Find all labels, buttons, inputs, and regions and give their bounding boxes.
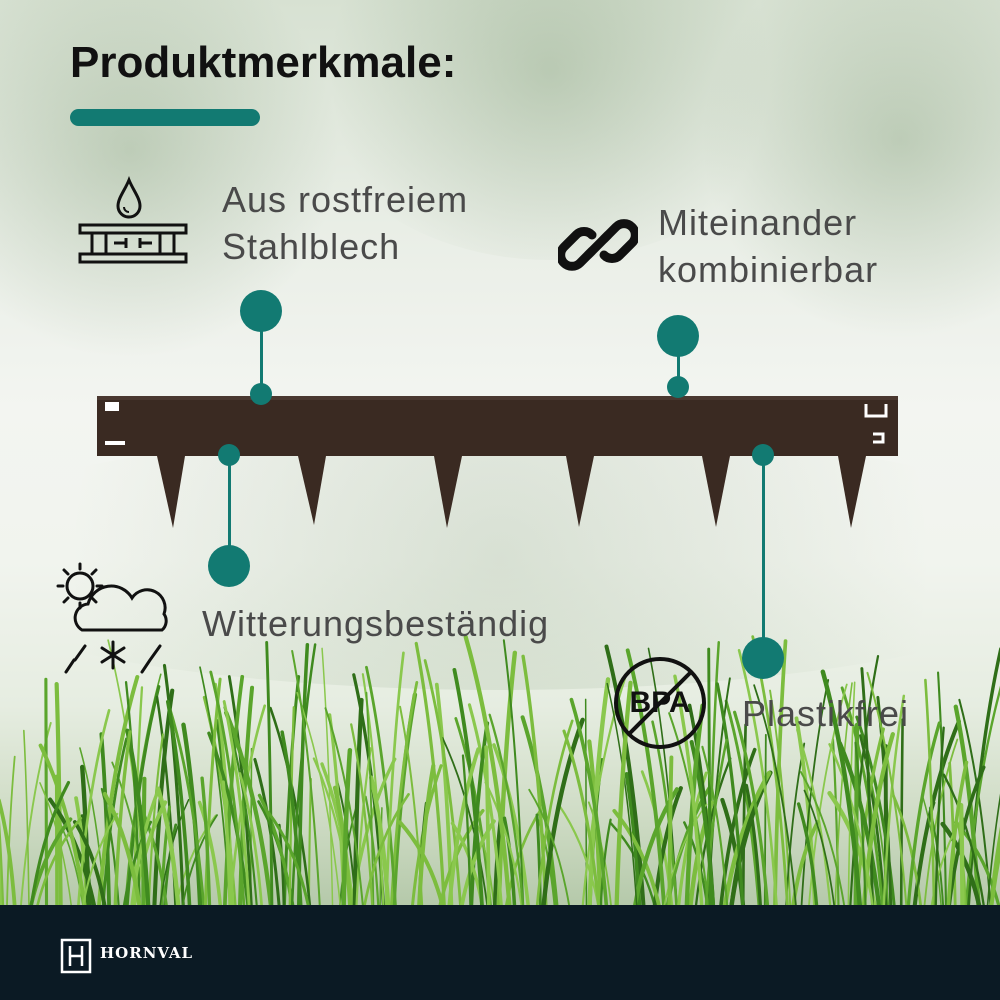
footer-bar	[0, 905, 1000, 1000]
hornval-logo-icon	[60, 938, 92, 974]
brand-name: HORNVAL	[100, 944, 194, 962]
callout-dot-plastic	[742, 637, 784, 679]
feature-chain-line1: Miteinander	[658, 202, 858, 243]
background-photo	[0, 0, 1000, 905]
callout-anchor-weather	[218, 444, 240, 466]
callout-dot-steel	[240, 290, 282, 332]
callout-dot-chain	[657, 315, 699, 357]
callout-anchor-plastic	[752, 444, 774, 466]
bpa-text: BPA	[629, 686, 691, 719]
callout-anchor-steel	[250, 383, 272, 405]
feature-steel-label: Aus rostfreiem Stahlblech	[222, 176, 468, 270]
steel-sheet-icon	[78, 176, 188, 264]
feature-weather-label: Witterungsbeständig	[202, 603, 550, 644]
title-underline	[70, 109, 260, 126]
page-title: Produktmerkmale:	[70, 38, 457, 87]
callout-line-chain	[677, 355, 680, 379]
callout-anchor-chain	[667, 376, 689, 398]
chain-link-icon	[558, 219, 638, 271]
bpa-free-icon: BPA	[612, 655, 708, 751]
feature-steel-line2: Stahlblech	[222, 226, 401, 267]
feature-chain-line2: kombinierbar	[658, 249, 879, 290]
weather-icon	[56, 562, 168, 674]
callout-line-weather	[228, 462, 231, 548]
callout-dot-weather	[208, 545, 250, 587]
feature-chain-label: Miteinander kombinierbar	[658, 199, 878, 293]
feature-steel-line1: Aus rostfreiem	[222, 179, 469, 220]
feature-plastic-label: Plastikfrei	[742, 693, 910, 734]
callout-line-plastic	[762, 462, 765, 640]
callout-line-steel	[260, 330, 263, 386]
